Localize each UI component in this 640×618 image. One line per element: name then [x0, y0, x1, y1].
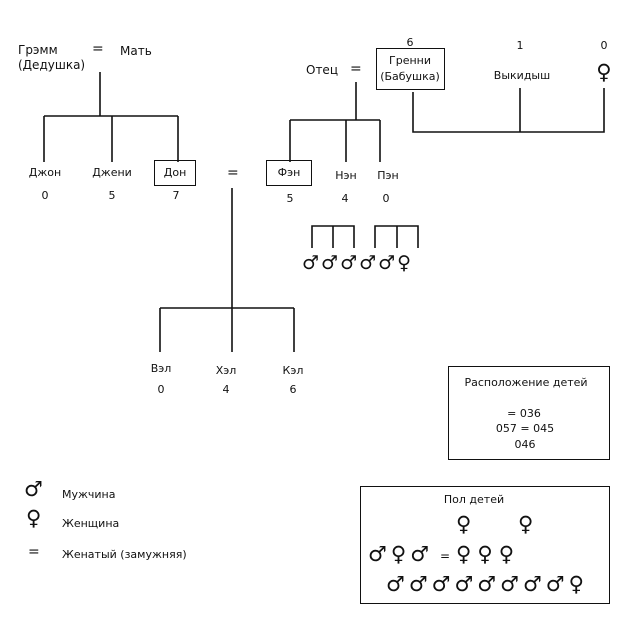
positions-line-1: = 036	[507, 407, 541, 420]
female-icon: ♀	[26, 506, 42, 530]
child-name: Дон	[163, 166, 187, 179]
fen-box	[266, 160, 312, 186]
child-name: Джени	[92, 166, 132, 179]
child-num: 0	[382, 192, 390, 205]
grandpa-sub-label: (Дедушка)	[18, 58, 86, 72]
child-num: 7	[172, 189, 180, 202]
married-icon: =	[28, 544, 40, 560]
sex-row-3: ♂♂♂♂♂♂♂♂♀	[386, 572, 588, 596]
mother-label: Мать	[120, 44, 152, 58]
don-box	[154, 160, 196, 186]
positions-line-2: 057 = 045	[495, 422, 555, 435]
positions-box	[448, 366, 610, 460]
child-name: Нэн	[335, 169, 357, 182]
child-num: 0	[41, 189, 49, 202]
sex-box	[360, 486, 610, 604]
grandma-sub-label: (Бабушка)	[380, 70, 440, 83]
female-icon: ♀	[596, 60, 612, 84]
sex-box-title: Пол детей	[443, 493, 505, 506]
grandchild-name: Хэл	[215, 364, 237, 377]
miscarriage-label: Выкидыш	[493, 69, 551, 82]
child-name: Джон	[28, 166, 62, 179]
child-name: Фэн	[277, 166, 301, 179]
grandma-label: Гренни	[389, 54, 431, 67]
child-num: 4	[341, 192, 349, 205]
legend-male-label: Мужчина	[62, 488, 116, 501]
sex-row-2-eq: =	[440, 549, 451, 563]
grandma-sibling-connector	[412, 88, 605, 133]
grandchildren-connector	[159, 188, 295, 352]
sex-row-2-left: ♂♀♂	[368, 542, 434, 566]
child-num: 5	[286, 192, 294, 205]
sex-row-2-right: ♀♀♀	[456, 542, 521, 566]
female-num: 0	[600, 39, 608, 52]
grandchild-num: 4	[222, 383, 230, 396]
marriage-equals-sign: =	[227, 165, 239, 181]
aunt-children-bracket-2	[374, 225, 419, 248]
grandma-box	[376, 48, 445, 90]
aunt-children-icons: ♂♂♂♂♂♀	[302, 252, 414, 274]
grandchild-num: 6	[289, 383, 297, 396]
miscarriage-num: 1	[516, 39, 524, 52]
legend-married-label: Женатый (замужняя)	[62, 548, 187, 561]
left-family-connector	[43, 72, 179, 162]
aunt-children-bracket-1	[311, 225, 355, 248]
grandpa-label: Грэмм	[18, 43, 58, 57]
positions-line-3: 046	[514, 438, 536, 451]
right-family-connector	[289, 82, 381, 162]
grandchild-name: Вэл	[150, 362, 172, 375]
child-name: Пэн	[377, 169, 399, 182]
equals-sign: =	[350, 61, 362, 77]
grandchild-num: 0	[157, 383, 165, 396]
father-label: Отец	[306, 63, 338, 77]
equals-sign: =	[92, 41, 104, 57]
grandma-num: 6	[406, 36, 414, 49]
child-num: 5	[108, 189, 116, 202]
legend-female-label: Женщина	[62, 517, 120, 530]
grandchild-name: Кэл	[282, 364, 304, 377]
sex-row-1: ♀ ♀	[456, 512, 554, 536]
male-icon: ♂	[24, 477, 43, 501]
positions-title: Расположение детей	[464, 376, 588, 389]
